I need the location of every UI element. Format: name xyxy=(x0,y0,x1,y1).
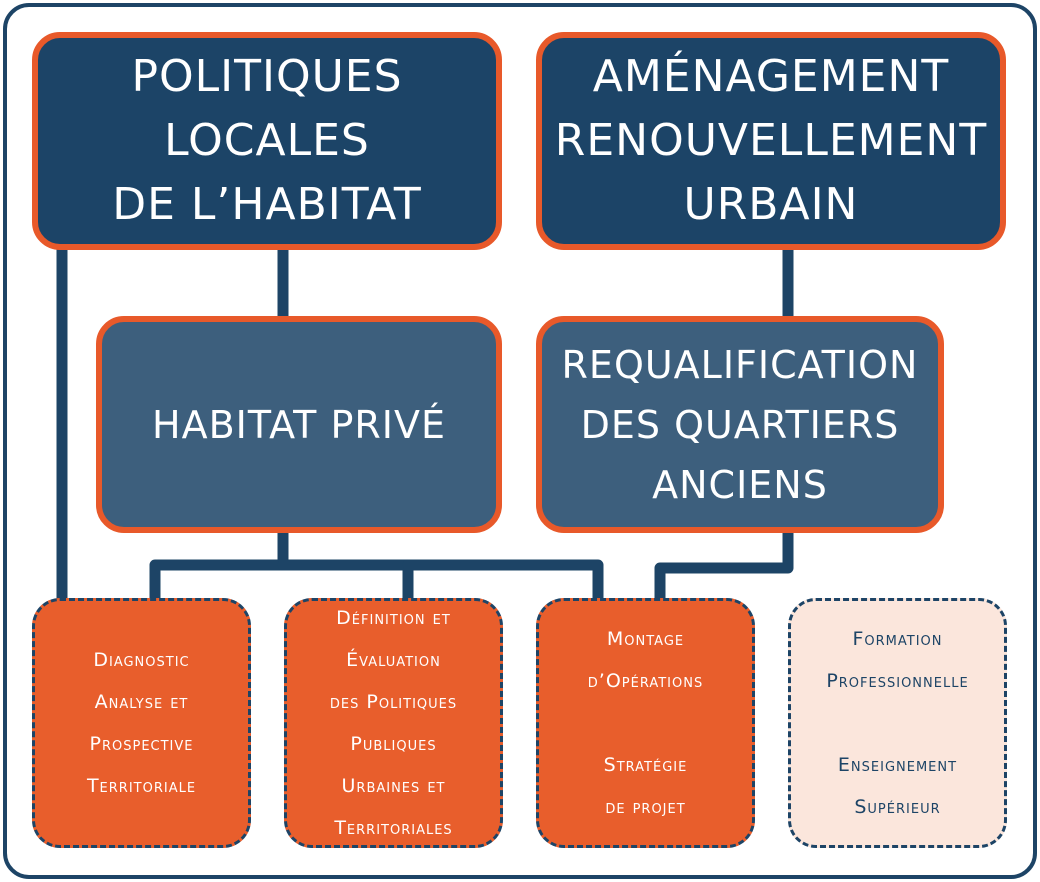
box-text-line: POLITIQUES xyxy=(131,51,403,102)
box-text-line: DES QUARTIERS xyxy=(580,402,900,447)
box-text-line: Prospective xyxy=(89,733,194,755)
connector-habitat-montage xyxy=(402,559,604,612)
box-montage-strategie: Montage d’Opérations Stratégie de projet xyxy=(536,598,755,848)
box-text-line: RENOUVELLEMENT xyxy=(554,115,988,166)
connector-requalification-montage xyxy=(654,519,794,612)
box-text-line: ANCIENS xyxy=(652,462,828,507)
box-text-line: des Politiques xyxy=(329,691,458,713)
box-text-line: Urbaines et xyxy=(341,775,446,797)
box-text-line: Territoriales xyxy=(334,817,453,839)
box-text-line: Professionnelle xyxy=(826,670,969,692)
box-text-line: Publiques xyxy=(350,733,437,755)
box-formation-enseignement: Formation Professionnelle Enseignement S… xyxy=(788,598,1007,848)
box-requalification-quartiers-anciens: REQUALIFICATION DES QUARTIERS ANCIENS xyxy=(536,316,944,533)
box-text-line: Évaluation xyxy=(346,649,441,671)
box-politiques-locales-habitat: POLITIQUES LOCALES DE L’HABITAT xyxy=(32,32,502,250)
box-text-line: AMÉNAGEMENT xyxy=(592,51,950,102)
box-amenagement-renouvellement-urbain: AMÉNAGEMENT RENOUVELLEMENT URBAIN xyxy=(536,32,1006,250)
box-text-line: Stratégie xyxy=(603,754,688,776)
box-text-line: de projet xyxy=(605,796,686,818)
box-text-line: Supérieur xyxy=(854,796,941,818)
box-text-line: REQUALIFICATION xyxy=(561,342,919,387)
box-text-line: Montage xyxy=(606,628,685,650)
box-text-line: Analyse et xyxy=(94,691,189,713)
box-text-line: URBAIN xyxy=(683,179,859,230)
box-text-line: LOCALES xyxy=(164,115,370,166)
box-habitat-prive: HABITAT PRIVÉ xyxy=(96,316,502,533)
box-text-line: Territoriale xyxy=(86,775,197,797)
box-text-line: DE L’HABITAT xyxy=(112,179,422,230)
box-diagnostic-analyse-prospective: Diagnostic Analyse et Prospective Territ… xyxy=(32,598,251,848)
box-text-line: d’Opérations xyxy=(587,670,704,692)
box-text-line: Diagnostic xyxy=(93,649,190,671)
box-text-line: Définition et xyxy=(336,607,451,629)
box-text-line: HABITAT PRIVÉ xyxy=(152,402,446,447)
box-text-line: Formation xyxy=(852,628,943,650)
box-text-line: Enseignement xyxy=(837,754,958,776)
connector-habitat-branch xyxy=(149,519,289,612)
box-definition-evaluation-politiques: Définition et Évaluation des Politiques … xyxy=(284,598,503,848)
